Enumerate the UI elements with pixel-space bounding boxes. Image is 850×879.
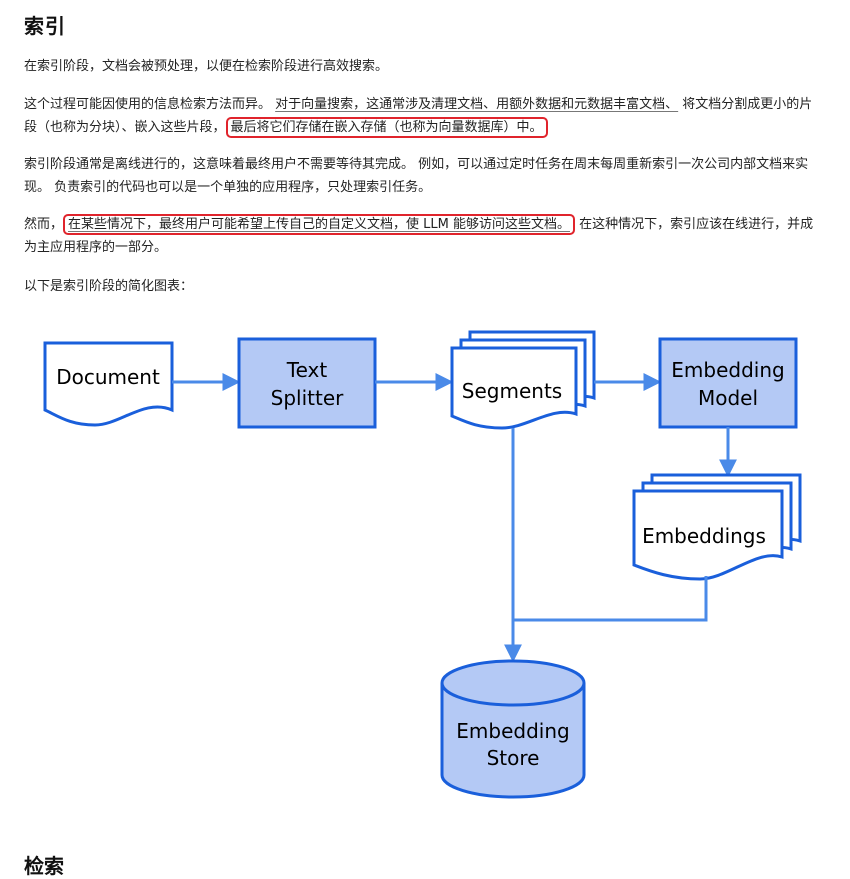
paragraph-diagram-intro: 以下是索引阶段的简化图表： bbox=[24, 279, 194, 294]
segments-stack bbox=[450, 330, 596, 430]
embedding-model-label-2: Model bbox=[698, 386, 758, 410]
indexing-diagram: Document Text Splitter Segments Embeddin… bbox=[43, 330, 802, 799]
online-text-a: 然而， bbox=[24, 217, 64, 232]
next-section-title: 检索 bbox=[24, 854, 64, 878]
online-text-c: 在这种情况下，索引应该在线进行，并成为主应用程序的一部分。 bbox=[24, 217, 814, 255]
process-text-c: 将文档分割成更小的片段（也称为分块）、嵌入这些片段， bbox=[24, 97, 813, 135]
embedding-store-label-1: Embedding bbox=[456, 719, 569, 743]
connector-embeddings-to-store bbox=[513, 576, 708, 622]
embedding-model-label-1: Embedding bbox=[671, 358, 784, 382]
embedding-store-label-2: Store bbox=[487, 746, 540, 770]
embeddings-stack bbox=[632, 473, 802, 581]
segments-label: Segments bbox=[462, 379, 562, 403]
document-label: Document bbox=[56, 365, 160, 389]
paragraph-online: 然而，在某些情况下，最终用户可能希望上传自己的自定义文档，使 LLM 能够访问这… bbox=[24, 213, 824, 259]
paragraph-intro: 在索引阶段，文档会被预处理，以便在检索阶段进行高效搜索。 bbox=[24, 59, 389, 74]
text-splitter-label-1: Text bbox=[286, 358, 328, 382]
paragraph-process: 这个过程可能因使用的信息检索方法而异。 对于向量搜索，这通常涉及清理文档、用额外… bbox=[24, 93, 824, 139]
embedding-store-cylinder bbox=[440, 659, 586, 799]
highlight-store-in-vector-db: 最后将它们存储在嵌入存储（也称为向量数据库）中。 bbox=[225, 117, 548, 138]
text-splitter-label-2: Splitter bbox=[271, 386, 344, 410]
section-title: 索引 bbox=[24, 14, 66, 38]
highlight-user-upload: 在某些情况下，最终用户可能希望上传自己的自定义文档，使 LLM 能够访问这些文档… bbox=[63, 214, 575, 235]
process-text-b: 对于向量搜索，这通常涉及清理文档、用额外数据和元数据丰富文档、 bbox=[275, 97, 679, 112]
embeddings-label: Embeddings bbox=[642, 524, 766, 548]
document-shape bbox=[43, 341, 174, 427]
text-splitter-box bbox=[237, 337, 377, 429]
embedding-model-box bbox=[658, 337, 798, 429]
paragraph-offline: 索引阶段通常是离线进行的，这意味着最终用户不需要等待其完成。 例如，可以通过定时… bbox=[24, 157, 809, 195]
process-text-a: 这个过程可能因使用的信息检索方法而异。 bbox=[24, 97, 276, 112]
